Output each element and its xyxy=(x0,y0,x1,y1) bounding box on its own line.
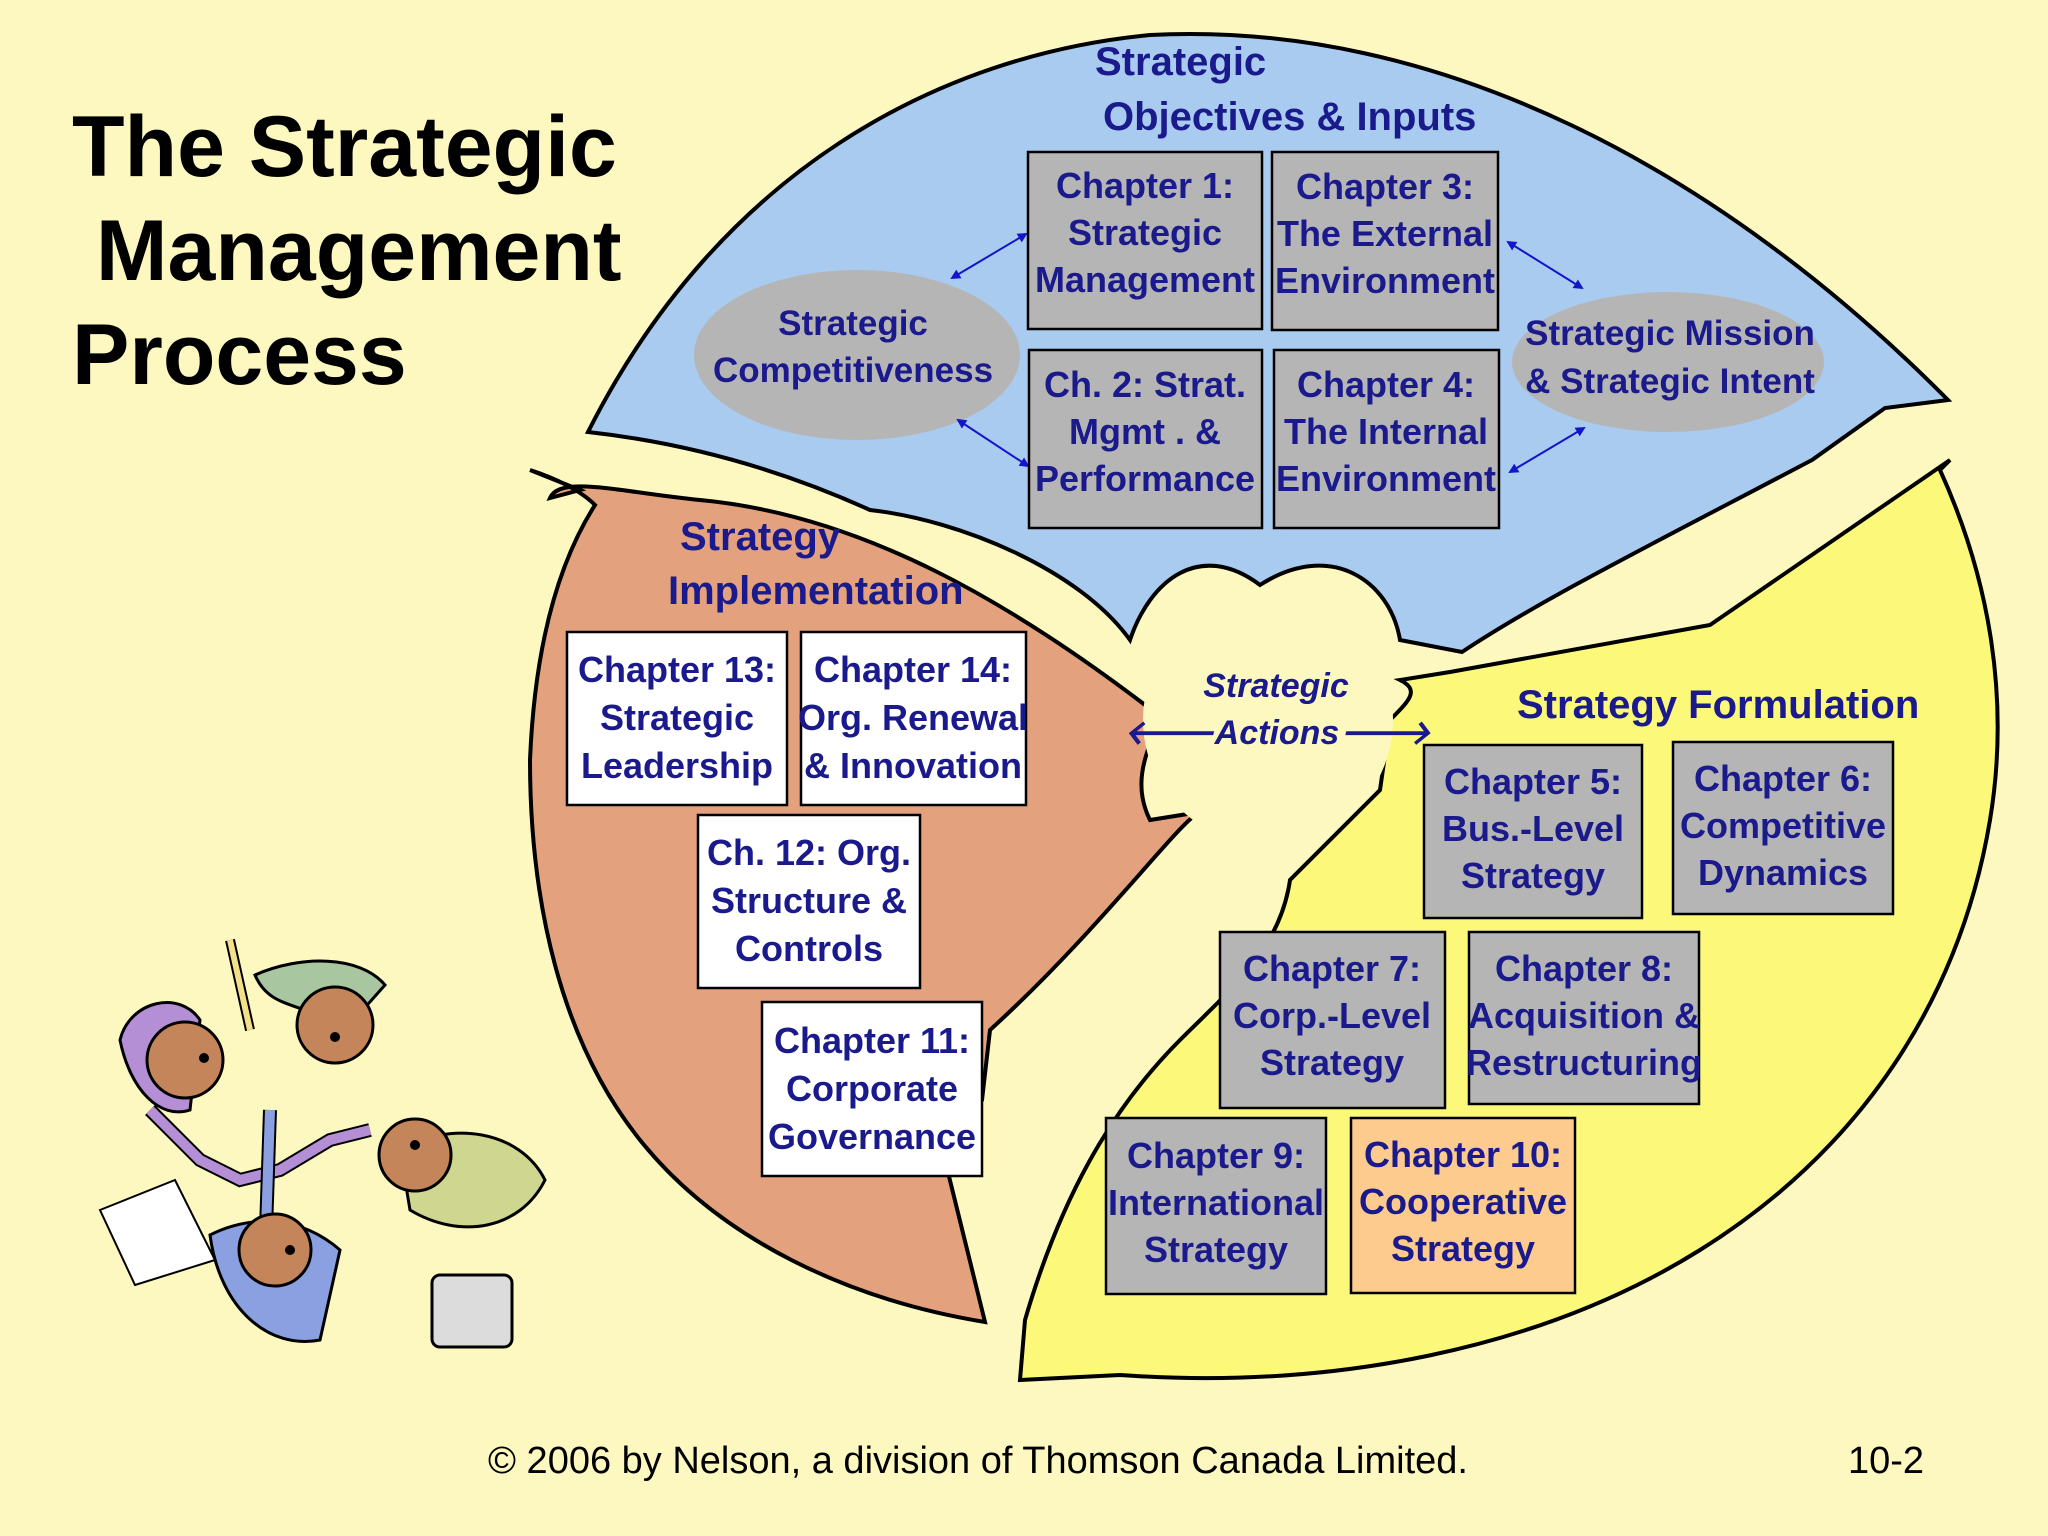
implementation-boxes xyxy=(565,630,1028,1178)
objectives-box-4-line-2: The Internal xyxy=(1284,411,1488,452)
formulation-box-1-line-2: Bus.-Level xyxy=(1442,808,1624,849)
formulation-box-3-line-3: Strategy xyxy=(1260,1042,1404,1083)
objectives-heading-line-1: Strategic xyxy=(1095,40,1266,84)
implementation-box-4-line-3: Governance xyxy=(768,1116,976,1157)
center-hole xyxy=(1143,595,1393,845)
objectives-box-3-line-3: Performance xyxy=(1035,458,1255,499)
formulation-box-6-line-1: Chapter 10: xyxy=(1364,1134,1562,1175)
strategic-actions-line1-line-1: Strategic xyxy=(1203,667,1349,705)
formulation-box-3-line-2: Corp.-Level xyxy=(1233,995,1431,1036)
objectives-box-4-line-3: Environment xyxy=(1276,458,1496,499)
box-chapter-10[interactable] xyxy=(1349,1116,1577,1295)
implementation-box-1-line-1: Chapter 13: xyxy=(578,649,776,690)
implementation-box-2-line-1: Chapter 14: xyxy=(814,649,1012,690)
box-chapter-12[interactable] xyxy=(696,813,922,990)
objectives-heading-line-2: Objectives & Inputs xyxy=(1103,95,1476,139)
double-arrow-icon xyxy=(950,232,1586,474)
objectives-boxes xyxy=(1026,150,1501,530)
objectives-box-4-line-1: Chapter 4: xyxy=(1297,364,1475,405)
objectives-box-3-line-1: Ch. 2: Strat. xyxy=(1044,364,1246,405)
implementation-box-3-line-2: Structure & xyxy=(711,880,907,921)
objectives-box-1-line-2: Strategic xyxy=(1068,212,1222,253)
implementation-box-2-line-3: & Innovation xyxy=(804,745,1022,786)
objectives-box-3-line-2: Mgmt . & xyxy=(1069,411,1221,452)
formulation-heading-line-1: Strategy Formulation xyxy=(1517,683,1919,727)
formulation-box-5-line-1: Chapter 9: xyxy=(1127,1135,1305,1176)
formulation-box-3-line-1: Chapter 7: xyxy=(1243,948,1421,989)
formulation-box-1-line-3: Strategy xyxy=(1461,855,1605,896)
box-chapter-3[interactable] xyxy=(1270,150,1500,332)
implementation-heading-line-2: Implementation xyxy=(668,569,964,613)
box-chapter-7[interactable] xyxy=(1218,930,1447,1110)
formulation-box-2-line-3: Dynamics xyxy=(1698,852,1868,893)
page-title: The Strategic Management Process xyxy=(72,99,622,403)
implementation-box-1-line-3: Leadership xyxy=(581,745,773,786)
objectives-box-2-line-1: Chapter 3: xyxy=(1296,166,1474,207)
ellipse-strategic-competitiveness xyxy=(694,270,1020,440)
box-chapter-5[interactable] xyxy=(1422,743,1644,920)
box-chapter-8[interactable] xyxy=(1467,930,1701,1106)
objectives-box-1-line-3: Management xyxy=(1035,259,1255,300)
formulation-box-5-line-3: Strategy xyxy=(1144,1229,1288,1270)
formulation-box-6-line-2: Cooperative xyxy=(1359,1181,1567,1222)
implementation-box-4-line-1: Chapter 11: xyxy=(774,1020,970,1061)
objectives-box-1-line-1: Chapter 1: xyxy=(1056,165,1234,206)
box-chapter-11[interactable] xyxy=(760,1000,984,1178)
strategic-actions-line2-line-1: 🡐Actions🡒 xyxy=(1123,714,1431,752)
box-chapter-9[interactable] xyxy=(1104,1116,1328,1296)
formulation-box-5-line-2: International xyxy=(1108,1182,1324,1223)
slide-number: 10-2 xyxy=(1848,1440,1925,1482)
formulation-box-4-line-1: Chapter 8: xyxy=(1495,948,1673,989)
strategic-competitiveness-label-line-2: Competitiveness xyxy=(713,351,993,390)
implementation-box-2-line-2: Org. Renewal xyxy=(798,697,1028,738)
formulation-box-4-line-2: Acquisition & xyxy=(1468,995,1700,1036)
copyright-notice: © 2006 by Nelson, a division of Thomson … xyxy=(488,1440,1468,1482)
strategic-mission-label-line-2: & Strategic Intent xyxy=(1525,362,1815,401)
strategic-mission-label-line-1: Strategic Mission xyxy=(1525,314,1815,353)
objectives-sector xyxy=(584,32,1953,655)
formulation-box-4-line-3: Restructuring xyxy=(1466,1042,1702,1083)
implementation-box-3-line-1: Ch. 12: Org. xyxy=(707,832,911,873)
formulation-box-2-line-2: Competitive xyxy=(1680,805,1886,846)
box-chapter-13[interactable] xyxy=(565,630,789,807)
objectives-box-2-line-3: Environment xyxy=(1275,260,1495,301)
team-illustration-icon xyxy=(98,938,547,1349)
formulation-boxes xyxy=(1104,740,1895,1296)
box-chapter-6[interactable] xyxy=(1671,740,1895,916)
implementation-box-3-line-3: Controls xyxy=(735,928,883,969)
ellipse-strategic-mission xyxy=(1512,292,1824,432)
implementation-heading-line-1: Strategy xyxy=(680,515,841,559)
formulation-box-1-line-1: Chapter 5: xyxy=(1444,761,1622,802)
implementation-box-1-line-2: Strategic xyxy=(600,697,754,738)
strategic-competitiveness-label-line-1: Strategic xyxy=(778,304,928,343)
formulation-box-2-line-1: Chapter 6: xyxy=(1694,758,1872,799)
box-chapter-4[interactable] xyxy=(1272,348,1501,530)
box-chapter-14[interactable] xyxy=(799,630,1028,807)
formulation-box-6-line-3: Strategy xyxy=(1391,1228,1535,1269)
implementation-box-4-line-2: Corporate xyxy=(786,1068,958,1109)
box-chapter-2[interactable] xyxy=(1027,348,1264,530)
box-chapter-1[interactable] xyxy=(1026,150,1264,331)
objectives-box-2-line-2: The External xyxy=(1277,213,1493,254)
